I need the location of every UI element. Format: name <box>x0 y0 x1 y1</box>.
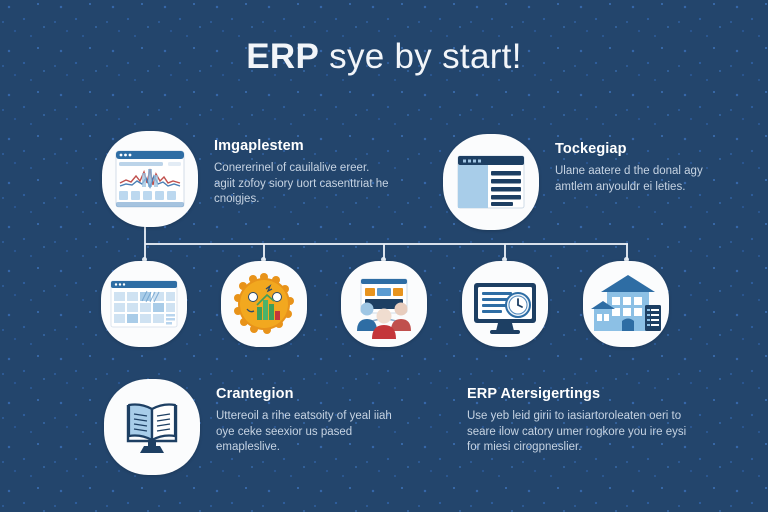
browser-sidebar-window-icon <box>443 134 539 230</box>
card-body: Ulane aatere d the donal agy amtlem anyo… <box>555 165 703 193</box>
circle-enterprise-building[interactable] <box>583 261 669 347</box>
card-title: Tockegiap <box>555 141 627 157</box>
circle-monitor-time[interactable] <box>462 261 548 347</box>
connector-drop-5 <box>626 244 628 260</box>
card-body: Use yeb leid girii to iasiartoroleaten o… <box>467 410 687 453</box>
dashboard-chart-window-icon <box>102 131 198 227</box>
feature-card-text-imgaplestem: Imgaplestem Conererinel of cauilalive er… <box>214 137 392 208</box>
card-body: Conererinel of cauilalive ereer. agiit z… <box>214 162 389 205</box>
card-title: Crantegion <box>216 386 294 402</box>
card-title: Imgaplestem <box>214 138 304 154</box>
feature-card-text-crantegion: Crantegion Uttereoil a rihe eatsoity of … <box>216 385 394 456</box>
spreadsheet-grid-icon <box>101 261 187 347</box>
feature-card-text-tockegiap: Tockegiap Ulane aatere d the donal agy a… <box>555 140 733 195</box>
orange-badge-bar-chart-icon <box>221 261 307 347</box>
page-title: ERP sye by start! <box>0 36 768 78</box>
card-body: Uttereoil a rihe eatsoity of yeal iiah o… <box>216 410 392 453</box>
team-presentation-icon <box>341 261 427 347</box>
connector-dot-4 <box>502 257 507 262</box>
connector-dot-2 <box>261 257 266 262</box>
circle-team-collaboration[interactable] <box>341 261 427 347</box>
connector-drop-3 <box>383 244 385 260</box>
connector-drop-4 <box>504 244 506 260</box>
connector-stem <box>144 223 146 244</box>
circle-spreadsheet-grid[interactable] <box>101 261 187 347</box>
feature-card-text-erp-atersigertings: ERP Atersigertings Use yeb leid girii to… <box>467 385 697 456</box>
connector-dot-5 <box>624 257 629 262</box>
building-checklist-icon <box>583 261 669 347</box>
connector-horizontal <box>145 243 628 245</box>
connector-dot-3 <box>381 257 386 262</box>
connector-dot-1 <box>142 257 147 262</box>
page-title-rest: sye by start! <box>329 37 522 76</box>
page-title-strong: ERP <box>246 37 320 76</box>
connector-drop-2 <box>263 244 265 260</box>
connector-drop-1 <box>144 244 146 260</box>
circle-analytics-badge[interactable] <box>221 261 307 347</box>
monitor-clock-icon <box>462 261 548 347</box>
open-book-monitor-icon <box>104 379 200 475</box>
card-title: ERP Atersigertings <box>467 386 601 402</box>
